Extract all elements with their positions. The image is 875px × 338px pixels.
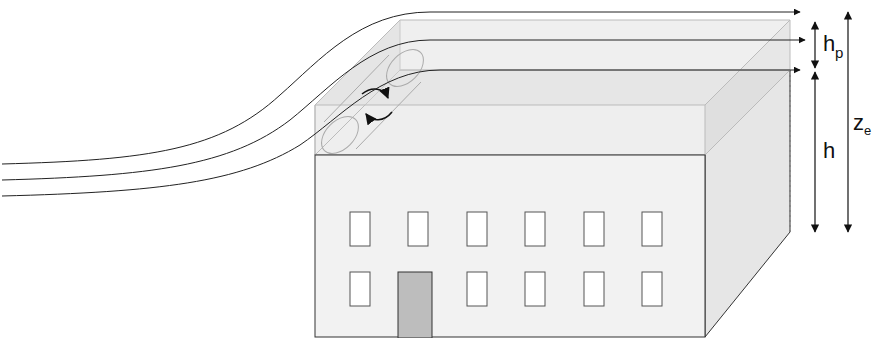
dimension-arrow (815, 12, 848, 232)
front-face (315, 155, 705, 337)
dimension-symbol: h (823, 140, 835, 162)
streamline (2, 12, 805, 196)
dimension-subscript: e (864, 124, 871, 137)
hidden-edge (790, 70, 791, 232)
recirculation-zone (315, 105, 316, 155)
rotation-arrow (366, 112, 392, 120)
dimension-subscript: p (835, 45, 843, 60)
vortex-cylinder (315, 43, 431, 161)
dimension-symbol: h (823, 33, 835, 55)
rotation-arrow (362, 89, 388, 98)
door (398, 272, 432, 338)
dimension-symbol: z (853, 112, 864, 134)
window (350, 212, 662, 306)
